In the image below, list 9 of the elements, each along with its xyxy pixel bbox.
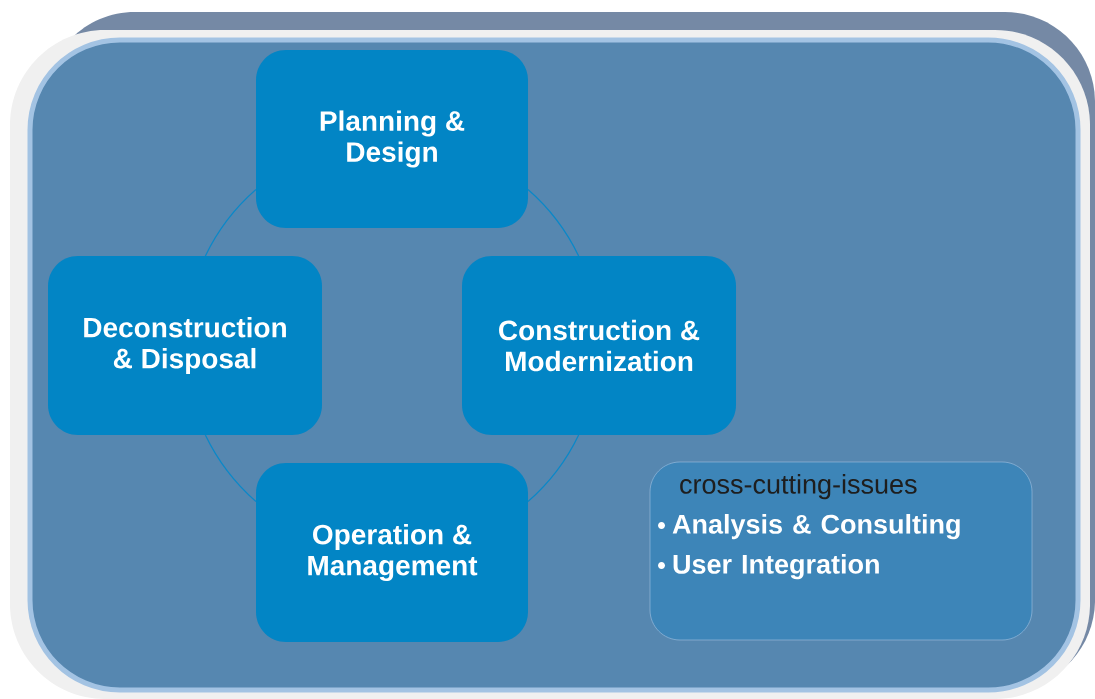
- stage-box: Operation & Management: [256, 463, 528, 642]
- stage-box: Planning & Design: [256, 50, 528, 228]
- cycle-arc: [204, 188, 257, 257]
- cycle-arc: [527, 188, 580, 257]
- stage-box: Deconstruction & Disposal: [48, 256, 322, 435]
- stage-box: Construction & Modernization: [462, 256, 736, 435]
- issues-box: cross-cutting-issues Analysis & Consulting User Integration: [649, 461, 1033, 641]
- cycle-arc: [527, 434, 580, 503]
- cycle-arc: [204, 434, 257, 503]
